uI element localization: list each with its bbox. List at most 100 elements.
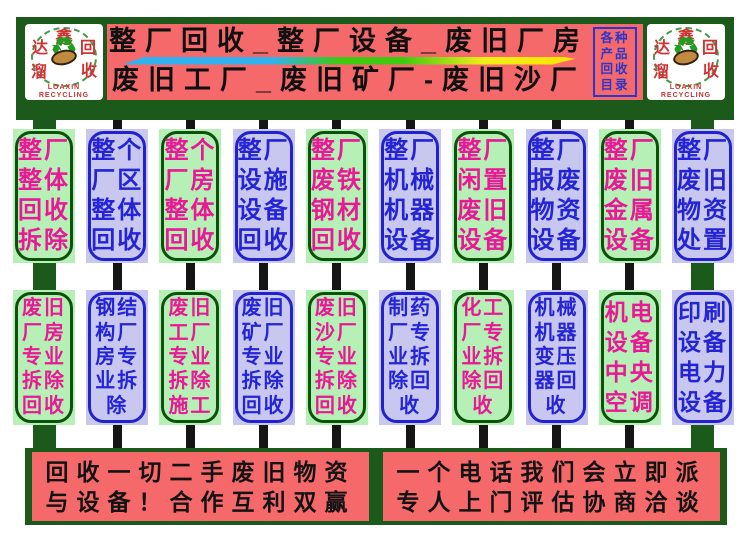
logo-char-top: 鑫 <box>55 28 73 47</box>
card-line: 业拆 <box>388 345 433 368</box>
card-line: 机器 <box>384 197 437 224</box>
card-line: 中央 <box>604 359 655 385</box>
card-line: 废旧 <box>457 197 510 224</box>
card-line: 收 <box>399 394 422 417</box>
card-line: 除 <box>106 394 129 417</box>
connector-pole <box>112 263 122 290</box>
card-line: 整厂 <box>237 137 290 164</box>
card-line: 设施 <box>237 167 290 194</box>
card-line: 机械 <box>384 167 437 194</box>
recycle-card: 制药厂专业拆除回收 <box>379 290 442 425</box>
card-line: 整厂 <box>384 137 437 164</box>
catalog-line: 各种 <box>600 30 630 45</box>
card-line: 房专 <box>95 345 140 368</box>
card-line: 厂房 <box>22 321 66 344</box>
card-line: 钢材 <box>310 197 363 224</box>
recycle-card-inner: 整厂废旧金属设备 <box>600 131 659 261</box>
card-line: 收 <box>472 394 495 417</box>
connector-pole <box>32 425 56 450</box>
logo-char-right: 回 <box>79 40 96 57</box>
card-line: 空调 <box>604 389 655 415</box>
recycle-card-inner: 整个厂区整体回收 <box>88 131 147 261</box>
card-line: 报废 <box>530 167 583 194</box>
connector-pole <box>691 425 715 450</box>
card-line: 除回 <box>461 370 506 393</box>
recycle-card-inner: 整厂机械机器设备 <box>381 131 440 261</box>
card-line: 专业 <box>314 345 359 368</box>
recycle-card: 废旧工厂专业拆除施工 <box>159 290 222 425</box>
card-line: 整体 <box>164 197 217 224</box>
card-line: 整个 <box>164 137 217 164</box>
card-line: 整厂 <box>18 137 70 164</box>
card-line: 业拆 <box>95 370 140 393</box>
card-line: 工厂 <box>168 321 213 344</box>
card-line: 电力 <box>677 359 728 385</box>
connector-pole <box>185 263 195 290</box>
card-line: 拆除 <box>22 370 66 393</box>
card-column: 整厂机械机器设备制药厂专业拆除回收 <box>379 120 442 450</box>
connector-pole <box>625 263 635 290</box>
recycle-card-inner: 化工厂专业拆除回收 <box>454 292 513 423</box>
footer-left-line1: 回收一切二手废旧物资 <box>45 458 356 485</box>
card-line: 设备 <box>530 227 583 254</box>
card-line: 回收 <box>18 197 70 224</box>
card-line: 设备 <box>237 197 290 224</box>
card-line: 废旧 <box>168 297 213 320</box>
banner-line-1: 整厂回收_整厂设备_废旧厂房 <box>108 26 590 56</box>
connector-pole <box>691 120 715 129</box>
card-line: 专业 <box>241 345 286 368</box>
card-line: 设备 <box>677 389 728 415</box>
connector-pole <box>185 425 195 450</box>
card-line: 回收 <box>164 227 217 254</box>
connector-pole <box>552 120 562 129</box>
connector-pole <box>259 263 269 290</box>
connector-pole <box>405 120 415 129</box>
card-line: 厂房 <box>164 167 217 194</box>
card-line: 回收 <box>91 227 144 254</box>
card-line: 设备 <box>677 329 728 355</box>
card-line: 设备 <box>603 227 656 254</box>
catalog-line: 产品 <box>600 46 630 61</box>
card-line: 整体 <box>91 197 144 224</box>
connector-pole <box>185 120 195 129</box>
footer-right-panel: 一个电话我们会立即派 专人上门评估协商洽谈 <box>383 452 720 521</box>
footer-right-line1: 一个电话我们会立即派 <box>396 458 707 485</box>
footer-banner: 回收一切二手废旧物资 与设备！合作互利双赢 一个电话我们会立即派 专人上门评估协… <box>25 448 727 525</box>
card-column: 整个厂房整体回收废旧工厂专业拆除施工 <box>159 120 222 450</box>
card-line: 专业 <box>168 345 213 368</box>
main-banner: 整厂回收_整厂设备_废旧厂房 废旧工厂_废旧矿厂-废旧沙厂 各种 产品 回收 目… <box>107 24 643 100</box>
header-inner: 鑫 达 回 溜 收 ♻ LOAXIN RECYCLING 整厂回收_整厂设备_废… <box>25 24 725 100</box>
connector-pole <box>32 263 56 290</box>
connector-pole <box>259 120 269 129</box>
card-line: 机电 <box>604 299 655 325</box>
card-line: 整体 <box>18 167 70 194</box>
card-column: 整个厂区整体回收钢结构厂房专业拆除 <box>86 120 149 450</box>
card-line: 拆除 <box>168 370 213 393</box>
recycle-card-inner: 废旧矿厂专业拆除回收 <box>234 292 293 423</box>
card-line: 整厂 <box>603 137 656 164</box>
recycle-card: 钢结构厂房专业拆除 <box>86 290 149 425</box>
card-line: 整厂 <box>530 137 583 164</box>
connector-pole <box>552 263 562 290</box>
card-line: 处置 <box>676 227 729 254</box>
recycle-card: 整厂机械机器设备 <box>379 129 442 263</box>
connector-pole <box>691 263 715 290</box>
logo-brand-text: LOAXIN RECYCLING <box>647 84 725 100</box>
banner-line-2: 废旧工厂_废旧矿厂-废旧沙厂 <box>111 65 586 95</box>
logo-char-right: 回 <box>701 40 718 57</box>
card-line: 回收 <box>237 227 290 254</box>
card-line: 设备 <box>384 227 437 254</box>
connector-pole <box>112 425 122 450</box>
card-line: 拆除 <box>314 370 359 393</box>
recycle-card-inner: 整厂闲置废旧设备 <box>454 131 513 261</box>
catalog-box: 各种 产品 回收 目录 <box>593 27 637 97</box>
logo-brand-line1: LOAXIN <box>669 84 703 91</box>
recycle-card: 整厂整体回收拆除 <box>13 129 75 263</box>
card-line: 业拆 <box>461 345 506 368</box>
recycle-card: 整个厂房整体回收 <box>159 129 222 263</box>
card-line: 回收 <box>314 394 359 417</box>
logo-brand-line2: RECYCLING <box>38 92 90 99</box>
connector-pole <box>478 425 488 450</box>
card-line: 制药 <box>388 297 433 320</box>
